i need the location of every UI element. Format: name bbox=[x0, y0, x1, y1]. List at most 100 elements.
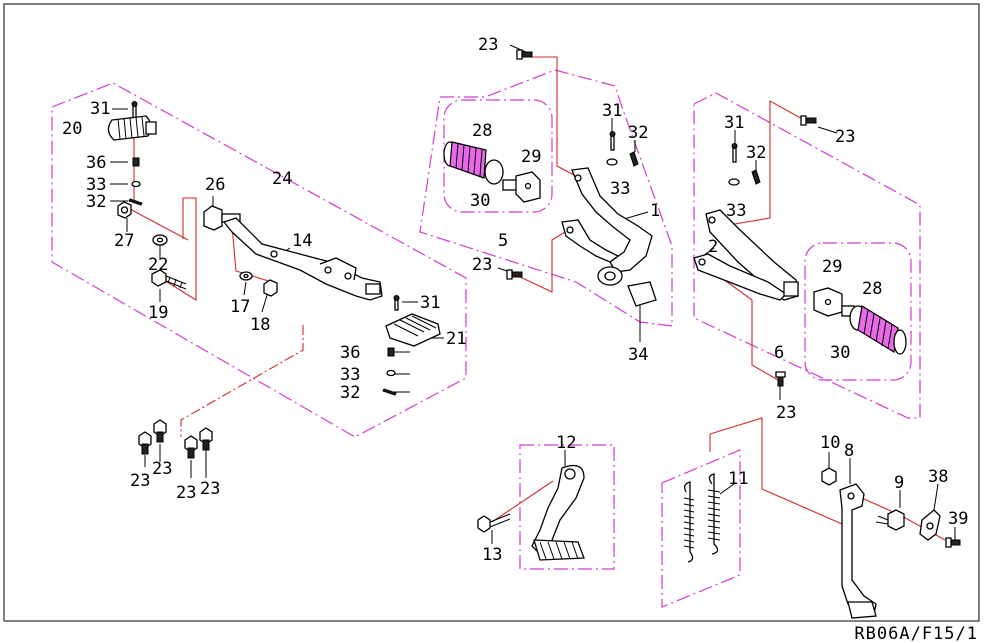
bolt-23-b bbox=[153, 419, 167, 443]
callout-32-left: 32 bbox=[86, 192, 106, 212]
callout-23-b: 23 bbox=[152, 459, 172, 479]
pointer bbox=[719, 483, 735, 495]
group-outline-right-peg-inner bbox=[804, 242, 912, 381]
nut-27 bbox=[117, 201, 132, 219]
leader-23-mid bbox=[517, 231, 566, 293]
callout-23-top: 23 bbox=[478, 35, 498, 55]
nut-10 bbox=[821, 467, 837, 486]
bolt-9 bbox=[875, 509, 905, 531]
cotter-32-left bbox=[128, 198, 143, 206]
callout-20: 20 bbox=[62, 119, 82, 139]
callout-23-d: 23 bbox=[200, 479, 220, 499]
cotter-32-lower bbox=[382, 388, 397, 396]
group-outline-left-footrest bbox=[51, 82, 467, 438]
callout-28-left: 28 bbox=[472, 121, 492, 141]
bolt-23-c bbox=[184, 435, 198, 459]
footpeg-rubber-21 bbox=[385, 313, 441, 347]
callout-34: 34 bbox=[628, 345, 648, 365]
callout-33-right: 33 bbox=[726, 201, 746, 221]
callout-33-lower: 33 bbox=[340, 365, 360, 385]
footpeg-grip-28-right bbox=[849, 305, 907, 355]
callout-29-right: 29 bbox=[822, 257, 842, 277]
callout-33-center: 33 bbox=[610, 179, 630, 199]
pointer bbox=[261, 291, 269, 313]
bolt-13 bbox=[477, 513, 511, 533]
group-outline-springs bbox=[661, 449, 741, 608]
bolt-23-d bbox=[199, 427, 213, 451]
callout-14: 14 bbox=[292, 231, 312, 251]
callout-2: 2 bbox=[708, 237, 718, 257]
callout-23-topright: 23 bbox=[835, 127, 855, 147]
callout-19: 19 bbox=[148, 303, 168, 323]
footpeg-rubber-20 bbox=[107, 115, 157, 141]
callout-36-lower: 36 bbox=[340, 343, 360, 363]
callout-9: 9 bbox=[894, 473, 904, 493]
callout-17: 17 bbox=[230, 297, 250, 317]
pointer bbox=[243, 281, 247, 296]
callout-39: 39 bbox=[948, 509, 968, 529]
callout-5: 5 bbox=[498, 231, 508, 251]
side-stand-assembly bbox=[821, 467, 961, 619]
callout-32-right: 32 bbox=[746, 143, 766, 163]
group-outline-right-footrest bbox=[693, 92, 921, 419]
washer-33-right bbox=[728, 178, 740, 186]
drawing-code: RB06A/F15/1 bbox=[854, 624, 978, 643]
callout-8: 8 bbox=[844, 441, 854, 461]
callout-23-a: 23 bbox=[130, 471, 150, 491]
leader-23-top bbox=[530, 56, 575, 176]
pin-31-lower bbox=[393, 295, 400, 311]
leader-26-19 bbox=[163, 197, 197, 301]
screw-39 bbox=[945, 537, 961, 548]
bolt-23-topright bbox=[800, 115, 817, 126]
left-peg-assembly bbox=[443, 49, 657, 307]
washer-33-center bbox=[606, 158, 618, 166]
rubber-36-lower bbox=[387, 347, 395, 357]
pointer bbox=[817, 126, 838, 134]
callout-10: 10 bbox=[820, 433, 840, 453]
bolt-23-top bbox=[516, 49, 533, 60]
callout-13: 13 bbox=[482, 545, 502, 565]
pointer bbox=[933, 483, 939, 511]
spring-left bbox=[683, 481, 695, 563]
drawing-frame bbox=[3, 3, 980, 622]
callout-32-lower: 32 bbox=[340, 383, 360, 403]
callout-31-left: 31 bbox=[90, 99, 110, 119]
group-outline-left-peg bbox=[419, 69, 673, 327]
callout-11: 11 bbox=[728, 469, 748, 489]
bracket-38 bbox=[919, 509, 941, 541]
leader-27-22 bbox=[127, 207, 189, 241]
peg-block-29-right bbox=[813, 287, 855, 317]
washer-22 bbox=[152, 234, 168, 246]
leader-17-18 bbox=[231, 225, 276, 284]
callout-22: 22 bbox=[148, 255, 168, 275]
leader-23-topright bbox=[710, 100, 805, 229]
spring-right bbox=[707, 473, 721, 555]
callout-24: 24 bbox=[272, 169, 292, 189]
callout-31-center: 31 bbox=[602, 101, 622, 121]
callout-36-left: 36 bbox=[86, 153, 106, 173]
callout-31-right: 31 bbox=[724, 113, 744, 133]
pin-31-center bbox=[609, 131, 616, 151]
washer-33-lower bbox=[386, 369, 396, 377]
right-peg-assembly bbox=[693, 115, 907, 387]
bolt-19 bbox=[151, 269, 187, 290]
callout-29-left: 29 bbox=[521, 147, 541, 167]
callout-30-right: 30 bbox=[830, 343, 850, 363]
washer-33-left bbox=[131, 180, 141, 188]
callout-26: 26 bbox=[205, 175, 225, 195]
bolts-23-group bbox=[138, 419, 213, 459]
rubber-36-left bbox=[132, 157, 140, 167]
bolt-23-right bbox=[775, 371, 786, 387]
springs-11 bbox=[683, 473, 721, 563]
callout-12: 12 bbox=[556, 433, 576, 453]
footrest-bar-14 bbox=[222, 217, 383, 301]
pivot-bracket-26 bbox=[203, 205, 241, 231]
callout-23-mid: 23 bbox=[472, 255, 492, 275]
brake-pedal-12 bbox=[531, 464, 585, 561]
callout-33-left: 33 bbox=[86, 175, 106, 195]
bolt-23-mid bbox=[506, 269, 523, 280]
washer-17 bbox=[239, 271, 253, 281]
callout-38: 38 bbox=[928, 467, 948, 487]
leader-13-12 bbox=[491, 480, 554, 523]
